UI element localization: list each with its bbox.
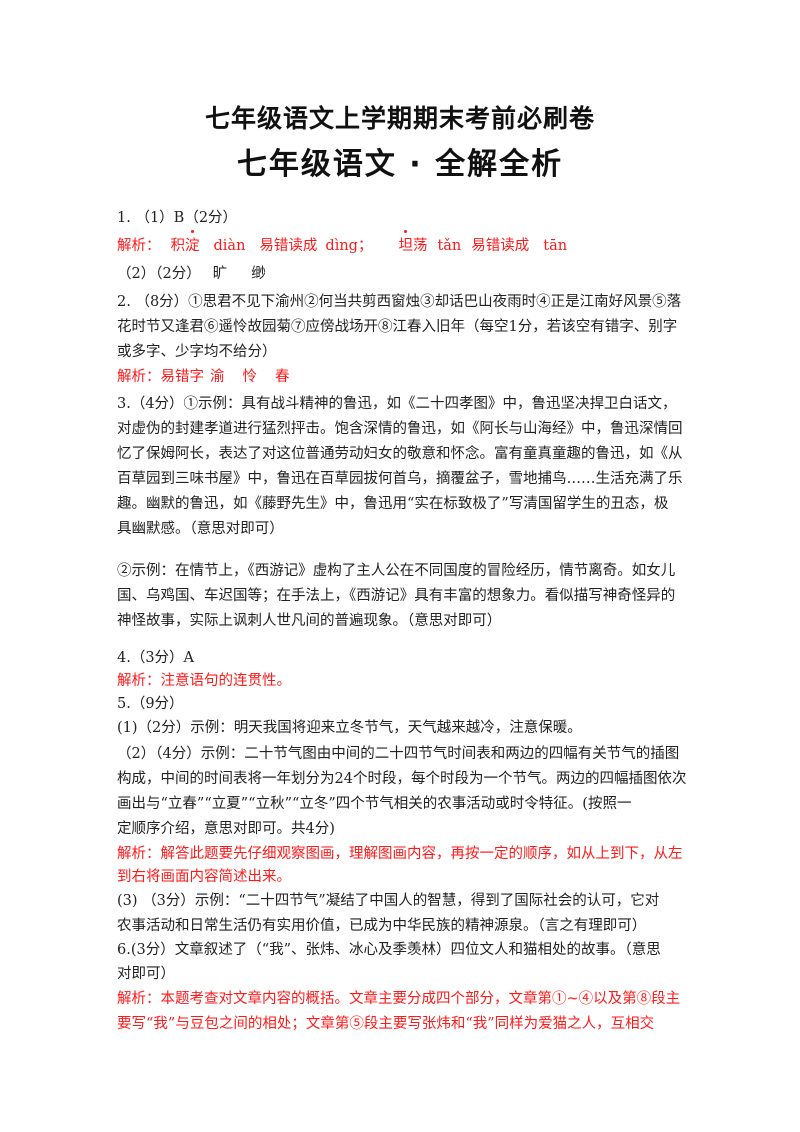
q5-part2-line: （2）（4分）示例：二十节气图由中间的二十四节气时间表和两边的四幅有关节气的插图: [117, 746, 680, 762]
q5-part2-line: 定顺序介绍，意思对即可。共4分): [117, 821, 335, 837]
q3-line: 对虚伪的封建孝道进行猛烈抨击。饱含深情的鲁迅，如《阿长与山海经》中，鲁迅深情回: [117, 421, 683, 437]
q3-line: 百草园到三味书屋》中，鲁迅在百草园拔何首乌，摘覆盆子，雪地捕鸟……生活充满了乐: [117, 471, 683, 487]
q1-dotted-char-2: 坦: [398, 230, 413, 257]
pinyin-wrong-1: dìng；: [325, 238, 373, 254]
q5-part2-line: 画出与“立春”“立夏”“立秋”“立冬”四个节气相关的农事活动或时令特征。(按照一: [117, 796, 632, 812]
q6-line: 6.(3分）文章叙述了（“我”、张炜、冰心及季羡林）四位文人和猫相处的故事。（意…: [117, 942, 661, 958]
q3-line: 具幽默感。（意思对即可）: [117, 521, 284, 537]
pinyin-correct-1: diàn: [213, 238, 246, 254]
analysis-label: 解析：: [117, 238, 161, 254]
q6-analysis-line: 解析：本题考查对文章内容的概括。文章主要分成四个部分，文章第①~④以及第⑧段主: [117, 991, 681, 1007]
q2-line: 花时节又逢君⑥遥怜故园菊⑦应傍战场开⑧江春入旧年（每空1分，若该空有错字、别字: [117, 319, 678, 335]
q6-analysis-line: 要写“我”与豆包之间的相处；文章第⑤段主要写张炜和“我”同样为爱猫之人，互相交: [117, 1016, 655, 1032]
q3-line: 趣。幽默的鲁迅，如《藤野先生》中，鲁迅用“实在标致极了”写清国留学生的丑态，极: [117, 496, 669, 512]
q4-line: 4.（3分）A: [117, 650, 195, 666]
pinyin-correct-2: tǎn: [437, 238, 462, 254]
q2-line: 2. （8分）①思君不见下渝州②何当共剪西窗烛③却话巴山夜雨时④正是江南好风景⑤…: [117, 294, 682, 310]
q6-line: 对即可）: [117, 966, 175, 982]
q5-part3-line: (3) （3分）示例：“二十四节气”凝结了中国人的智慧，得到了国际社会的认可，它…: [117, 893, 660, 909]
pinyin-wrong-2: tān: [543, 238, 568, 254]
q5-part1: (1)（2分）示例：明天我国将迎来立冬节气，天气越来越冷，注意保暖。: [117, 720, 582, 736]
q1-part2: （2）（2分）旷缈: [117, 266, 266, 282]
q5-part3-line: 农事活动和日常生活仍有实用价值，已成为中华民族的精神源泉。（言之有理即可）: [117, 918, 647, 934]
q1-part1: 1. （1）B（2分）: [117, 210, 238, 226]
q2-line: 或多字、少字均不给分）: [117, 344, 277, 360]
q5-head: 5.（9分）: [117, 696, 184, 712]
q2-analysis: 解析：易错字渝怜春: [117, 369, 290, 385]
q5-analysis-line: 到右将画面内容简述出来。: [117, 869, 291, 885]
q4-analysis: 解析：注意语句的连贯性。: [117, 673, 291, 689]
q3-line: 国、乌鸡国、车迟国等；在手法上，《西游记》具有丰富的想象力。看似描写神奇怪异的: [117, 588, 676, 604]
answer-title: 七年级语文 · 全解全析: [236, 147, 564, 182]
q3-line: ②示例：在情节上，《西游记》虚构了主人公在不同国度的冒险经历，情节离奇。如女儿: [117, 563, 676, 579]
q3-line: 3.（4分）①示例：具有战斗精神的鲁迅，如《二十四孝图》中，鲁迅坚决捍卫白话文，: [117, 396, 677, 412]
q1-dotted-char-1: 淀: [185, 230, 200, 257]
q5-part2-line: 构成，中间的时间表将一年划分为24个时段，每个时段为一个节气。两边的四幅插图依次: [117, 771, 687, 787]
q3-line: 神怪故事，实际上讽刺人世凡间的普遍现象。（意思对即可）: [117, 613, 502, 629]
q3-line: 忆了保姆阿长，表达了对这位普通劳动妇女的敬意和怀念。富有童真童趣的鲁迅，如《从: [117, 446, 683, 462]
q5-analysis-line: 解析：解答此题要先仔细观察图画，理解图画内容，再按一定的顺序，如从上到下，从左: [117, 846, 683, 862]
exam-title: 七年级语文上学期期末考前必刷卷: [204, 104, 595, 133]
